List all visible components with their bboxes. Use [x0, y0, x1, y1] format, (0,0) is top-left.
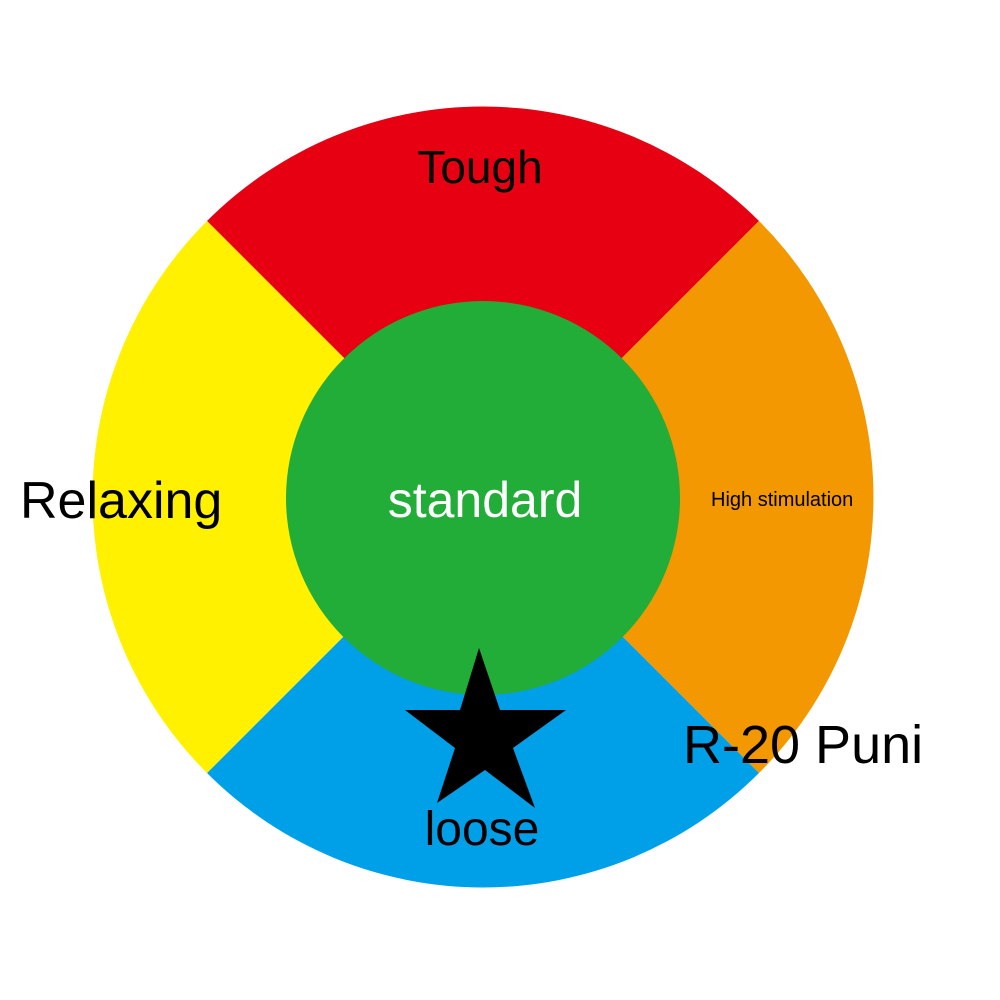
center-standard-circle	[286, 301, 680, 695]
star-icon	[405, 648, 566, 808]
label-relaxing: Relaxing	[20, 472, 222, 530]
label-high-stimulation: High stimulation	[711, 489, 853, 511]
label-loose: loose	[425, 803, 540, 856]
label-tough: Tough	[417, 141, 542, 193]
label-r20-puni: R-20 Puni	[683, 715, 923, 775]
label-standard: standard	[388, 472, 583, 528]
